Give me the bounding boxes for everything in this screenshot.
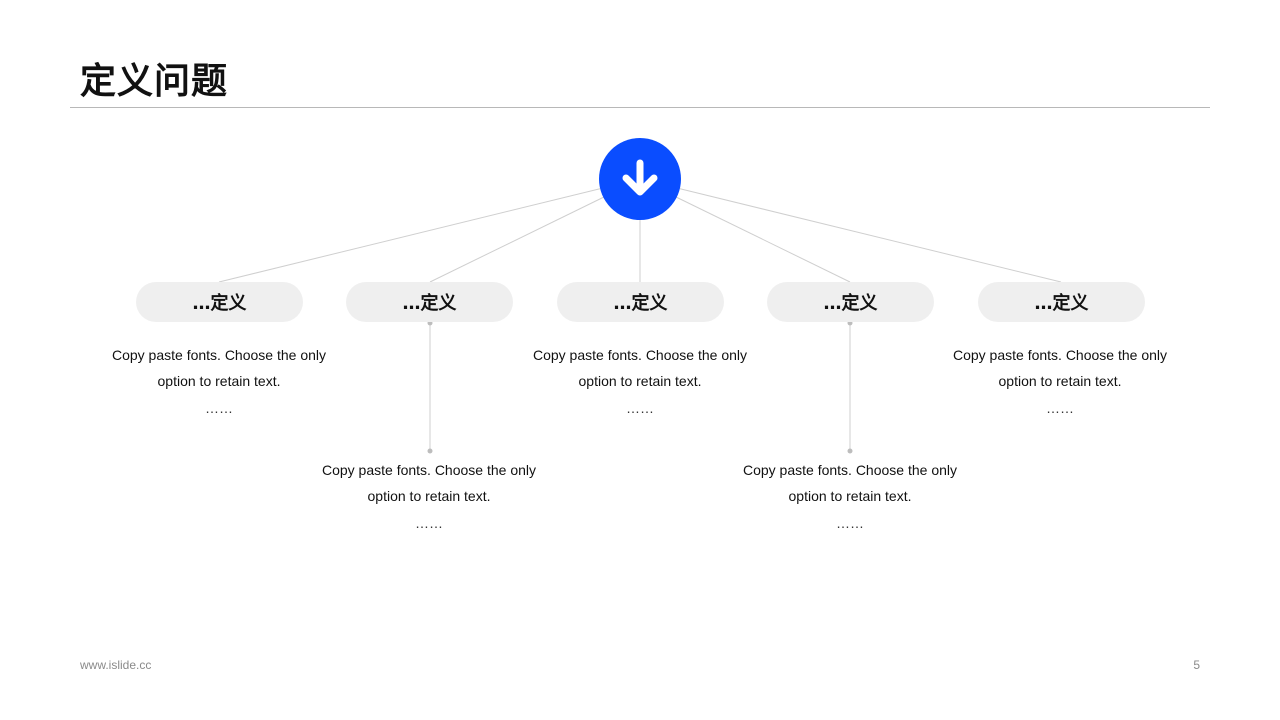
category-pill-5: …定义 [978, 282, 1145, 322]
description-text: Copy paste fonts. Choose the only option… [952, 347, 1168, 389]
description-ellipsis: …… [415, 515, 443, 531]
category-pill-1: …定义 [136, 282, 303, 322]
page-number: 5 [1193, 658, 1200, 672]
description-ellipsis: …… [205, 400, 233, 416]
title-divider [70, 107, 1210, 108]
description-item-4: Copy paste fonts. Choose the only option… [740, 457, 960, 537]
connector-hub-to-item-4 [673, 195, 851, 283]
category-pill-4: …定义 [767, 282, 934, 322]
page-title: 定义问题 [80, 61, 229, 102]
category-pill-2: …定义 [346, 282, 513, 322]
footer-url[interactable]: www.islide.cc [80, 658, 152, 672]
arrow-down-icon [622, 159, 658, 196]
description-item-5: Copy paste fonts. Choose the only option… [950, 342, 1170, 422]
description-text: Copy paste fonts. Choose the only option… [321, 462, 537, 504]
description-ellipsis: …… [836, 515, 864, 531]
description-text: Copy paste fonts. Choose the only option… [532, 347, 748, 389]
description-text: Copy paste fonts. Choose the only option… [111, 347, 327, 389]
connector-hub-to-item-1 [218, 187, 604, 283]
hub-circle [599, 138, 681, 220]
connector-hub-to-item-5 [676, 187, 1062, 283]
description-ellipsis: …… [1046, 400, 1074, 416]
description-ellipsis: …… [626, 400, 654, 416]
description-item-3: Copy paste fonts. Choose the only option… [530, 342, 750, 422]
drop-dot-bottom-item-2 [427, 448, 433, 454]
description-item-2: Copy paste fonts. Choose the only option… [319, 457, 539, 537]
category-pill-3: …定义 [557, 282, 724, 322]
drop-dot-bottom-item-4 [847, 448, 853, 454]
connector-hub-to-item-2 [429, 195, 607, 283]
description-item-1: Copy paste fonts. Choose the only option… [109, 342, 329, 422]
description-text: Copy paste fonts. Choose the only option… [742, 462, 958, 504]
